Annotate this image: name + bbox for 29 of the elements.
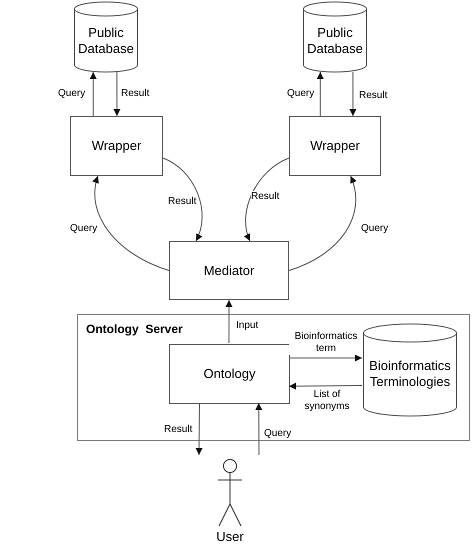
edge-label: Query [361, 223, 388, 235]
arrow [349, 72, 356, 116]
process-box: Ontology [169, 344, 290, 404]
edge-label: Query [264, 428, 292, 440]
arrow [244, 158, 290, 242]
arrow [162, 158, 203, 242]
arrow [196, 402, 203, 456]
arrow [90, 72, 97, 116]
arrow [288, 382, 362, 390]
edge-label: Query [287, 88, 314, 100]
arrow [226, 300, 232, 344]
arrow [92, 176, 170, 271]
database-cylinder: Public Database [303, 2, 367, 72]
actor-label: User [215, 528, 245, 545]
arrow [113, 72, 120, 116]
edge-label: Query [70, 223, 98, 235]
edge-label: Input [236, 320, 258, 332]
process-box: Wrapper [70, 116, 163, 176]
arrow [288, 176, 356, 271]
server-panel [77, 314, 470, 441]
database-cylinder: Public Database [74, 2, 138, 72]
process-box: Wrapper [289, 116, 381, 176]
panel-heading: Ontology Server [86, 321, 183, 338]
arrow [255, 402, 262, 456]
arrow [288, 354, 362, 362]
arrow [316, 72, 324, 116]
process-box: Mediator [169, 241, 289, 300]
database-cylinder: Bioinformatics Terminologies [363, 324, 457, 416]
edge-label: Query [58, 88, 86, 100]
